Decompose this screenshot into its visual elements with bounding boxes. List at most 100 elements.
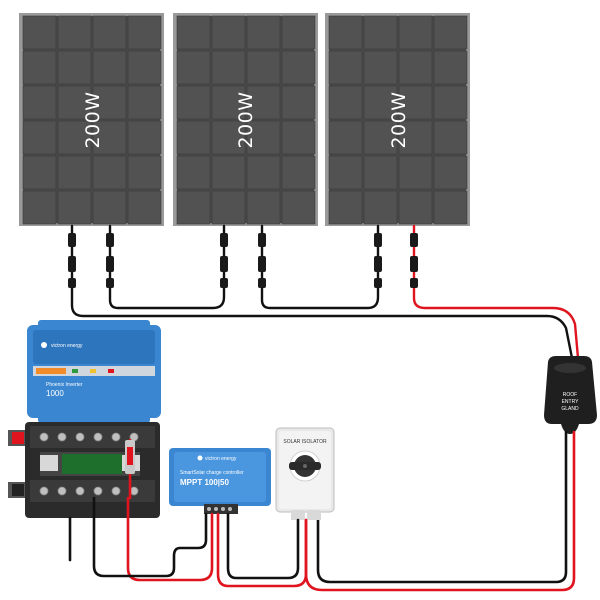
panel-cell [57, 155, 92, 190]
panel-cell [281, 85, 316, 120]
mc4-connectors [68, 233, 418, 288]
panel-cell [22, 120, 57, 155]
panel-1-wattage: 200W [82, 91, 104, 148]
gland-label-line1: ROOF [563, 392, 577, 398]
busbar-bolt [111, 486, 121, 496]
busbar-bolt [75, 486, 85, 496]
mc4-connector-icon [106, 233, 114, 247]
panel-cell [127, 120, 162, 155]
panel-cell [398, 155, 433, 190]
panel-cell [211, 85, 246, 120]
panel-cell [176, 85, 211, 120]
solar-panel-3: 200W [325, 13, 470, 226]
panel-cell [398, 15, 433, 50]
panel-cell [176, 120, 211, 155]
panel-cell [92, 120, 127, 155]
panel-cell [328, 190, 363, 225]
panel-cell [328, 15, 363, 50]
inline-fuse [125, 440, 135, 474]
panel-cell [281, 190, 316, 225]
inverter-rating: 1000 [46, 389, 64, 398]
panel-cell [433, 190, 468, 225]
panel-cell [127, 85, 162, 120]
mc4-connector-icon [68, 256, 76, 272]
solar-panel-1: 200W [19, 13, 164, 226]
gland-label-line2: ENTRY [562, 399, 580, 405]
mc4-connector-icon [258, 256, 266, 272]
panel-cell [57, 85, 92, 120]
busbar-bolt [39, 486, 49, 496]
panel-cell [22, 50, 57, 85]
panel-cell [92, 85, 127, 120]
mc4-connector-icon [410, 278, 418, 288]
panel-cell [22, 155, 57, 190]
panel-cell [57, 190, 92, 225]
charger-brand: victron energy [205, 456, 237, 462]
solar-panel-2: 200W [173, 13, 318, 226]
panel-cell [211, 50, 246, 85]
panel-cell [433, 15, 468, 50]
mc4-connector-icon [68, 233, 76, 247]
panel-cell [127, 155, 162, 190]
panel-cell [22, 190, 57, 225]
mc4-connector-icon [374, 278, 382, 288]
panel-cell [127, 50, 162, 85]
mc4-connector-icon [68, 278, 76, 288]
roof-entry-gland: ROOF ENTRY GLAND [544, 356, 597, 434]
rotary-switch-icon [289, 450, 321, 482]
gland-label-line3: GLAND [561, 406, 579, 412]
panel-cell [176, 50, 211, 85]
panel-cell [246, 190, 281, 225]
isolator-label: SOLAR ISOLATOR [283, 439, 327, 445]
panel-cell [281, 155, 316, 190]
panel-cell [176, 15, 211, 50]
panel-cell [127, 15, 162, 50]
busbar-bolt [75, 432, 85, 442]
gland-to-isolator-cables [304, 430, 576, 592]
panel-cell [281, 15, 316, 50]
panel-leads [70, 224, 580, 360]
panel-cell [176, 155, 211, 190]
inverter-brand: victron energy [51, 343, 83, 349]
charger-series: SmartSolar charge controller [180, 470, 244, 476]
panel-cell [246, 50, 281, 85]
panel-cell [433, 155, 468, 190]
panel-cell [328, 155, 363, 190]
panel-cell [281, 120, 316, 155]
busbar-block [8, 422, 160, 518]
solar-isolator: SOLAR ISOLATOR [275, 427, 335, 520]
busbar-bolt [93, 486, 103, 496]
panel-cell [57, 120, 92, 155]
panel-3-wattage: 200W [388, 91, 410, 148]
panel-cell [211, 15, 246, 50]
panel-cell [363, 120, 398, 155]
panel-cell [363, 15, 398, 50]
panel-cell [363, 85, 398, 120]
panel-cell [363, 190, 398, 225]
panel-cell [433, 120, 468, 155]
panel-cell [92, 15, 127, 50]
busbar-bolt [57, 486, 67, 496]
busbar-bolt [39, 432, 49, 442]
inverter-model: Phoenix Inverter [46, 382, 83, 388]
panel-cell [176, 190, 211, 225]
mc4-connector-icon [410, 256, 418, 272]
panel-cell [211, 120, 246, 155]
mc4-connector-icon [258, 278, 266, 288]
mc4-connector-icon [106, 256, 114, 272]
panel-cell [398, 85, 433, 120]
mc4-connector-icon [374, 233, 382, 247]
panel-cell [57, 50, 92, 85]
panel-cell [246, 15, 281, 50]
panel-cell [363, 50, 398, 85]
panel-2-wattage: 200W [235, 91, 257, 148]
panel-cell [92, 50, 127, 85]
panel-cell [398, 50, 433, 85]
mc4-connector-icon [220, 278, 228, 288]
mc4-connector-icon [410, 233, 418, 247]
panel-cell [328, 50, 363, 85]
panel-cell [433, 85, 468, 120]
panel-cell [211, 155, 246, 190]
panel-cell [211, 190, 246, 225]
panel-cell [246, 85, 281, 120]
